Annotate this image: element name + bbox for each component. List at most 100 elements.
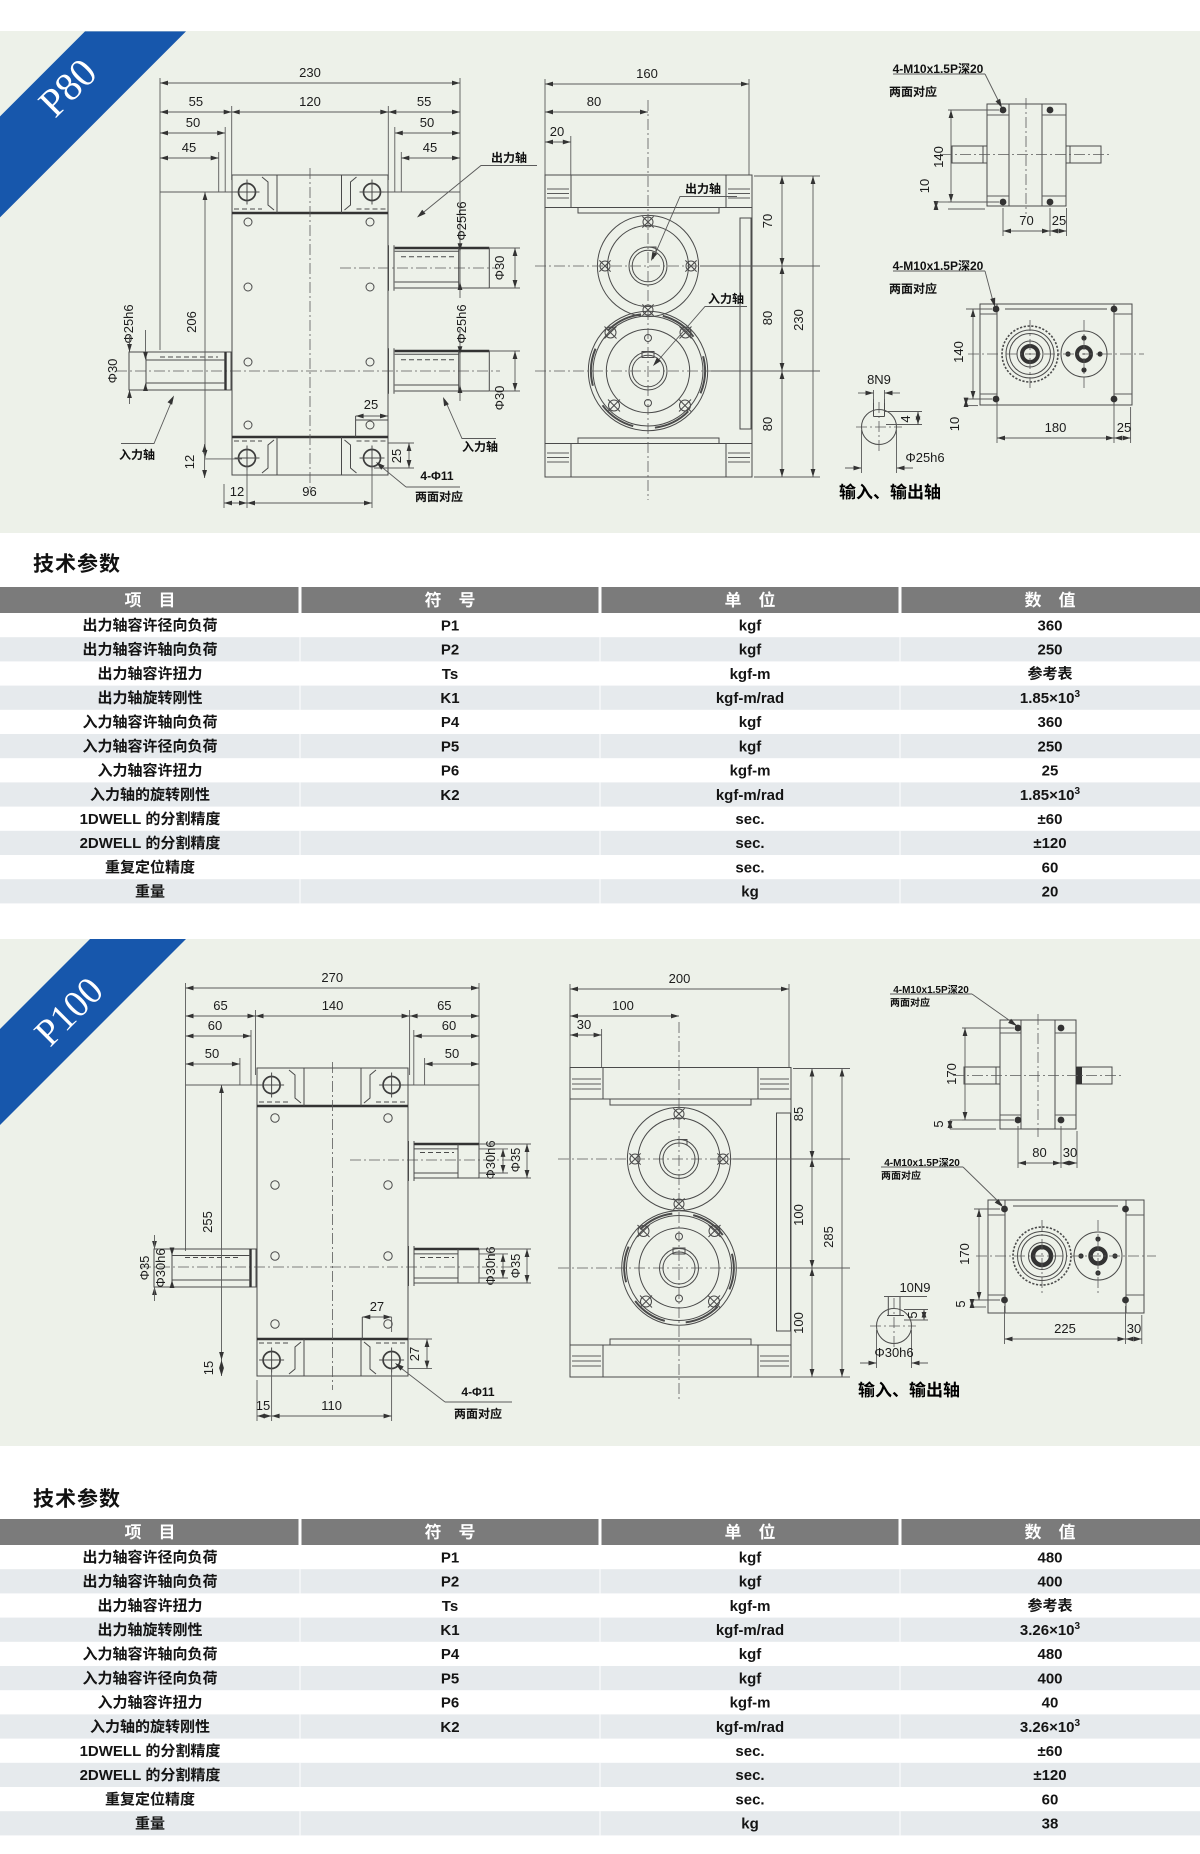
svg-text:P5: P5 [441, 1670, 459, 1687]
svg-text:sec.: sec. [735, 859, 764, 876]
svg-text:100: 100 [791, 1204, 806, 1226]
svg-text:27: 27 [407, 1347, 422, 1361]
svg-text:kgf: kgf [739, 642, 763, 659]
svg-text:Φ30h6: Φ30h6 [483, 1140, 498, 1179]
svg-text:K2: K2 [440, 1719, 459, 1736]
svg-text:sec.: sec. [735, 811, 764, 828]
svg-text:285: 285 [821, 1226, 836, 1248]
svg-text:kg: kg [741, 1816, 759, 1833]
svg-text:Φ30h6: Φ30h6 [874, 1345, 913, 1360]
svg-text:60: 60 [442, 1018, 456, 1033]
svg-text:Φ25h6: Φ25h6 [454, 304, 469, 343]
svg-text:50: 50 [445, 1046, 459, 1061]
svg-text:30: 30 [1063, 1145, 1077, 1160]
svg-text:25: 25 [1052, 213, 1066, 228]
svg-text:Φ35: Φ35 [137, 1256, 152, 1281]
svg-text:170: 170 [957, 1243, 972, 1265]
svg-text:K1: K1 [440, 690, 459, 707]
svg-text:5: 5 [905, 1311, 920, 1318]
svg-text:38: 38 [1042, 1816, 1059, 1833]
svg-text:P4: P4 [441, 714, 460, 731]
svg-text:480: 480 [1037, 1549, 1062, 1566]
svg-text:65: 65 [213, 998, 227, 1013]
svg-text:P1: P1 [441, 1549, 459, 1566]
svg-text:P4: P4 [441, 1646, 460, 1663]
svg-text:50: 50 [205, 1046, 219, 1061]
svg-text:30: 30 [1127, 1321, 1141, 1336]
svg-text:kgf: kgf [739, 1574, 763, 1591]
svg-text:1DWELL: 1DWELL [80, 1743, 142, 1760]
svg-text:100: 100 [612, 998, 634, 1013]
svg-text:P5: P5 [441, 738, 459, 755]
svg-text:3: 3 [1075, 1621, 1081, 1632]
svg-text:60: 60 [1042, 1791, 1059, 1808]
svg-text:4-M10x1.5P: 4-M10x1.5P [893, 985, 948, 996]
svg-text:P2: P2 [441, 1574, 459, 1591]
svg-text:Φ30: Φ30 [492, 386, 507, 411]
svg-text:5: 5 [953, 1300, 968, 1307]
svg-text:400: 400 [1037, 1670, 1062, 1687]
svg-text:4-M10x1.5P: 4-M10x1.5P [893, 62, 958, 76]
svg-text:P2: P2 [441, 642, 459, 659]
svg-text:±120: ±120 [1033, 1767, 1066, 1784]
svg-text:45: 45 [182, 140, 196, 155]
svg-text:Φ30: Φ30 [492, 256, 507, 281]
svg-text:sec.: sec. [735, 1767, 764, 1784]
svg-text:kgf: kgf [739, 617, 763, 634]
svg-text:140: 140 [951, 341, 966, 363]
svg-text:K2: K2 [440, 787, 459, 804]
svg-text:2DWELL: 2DWELL [80, 1767, 142, 1784]
svg-text:3: 3 [1075, 1718, 1081, 1729]
svg-text:65: 65 [437, 998, 451, 1013]
svg-text:kgf: kgf [739, 1670, 763, 1687]
svg-text:20: 20 [958, 985, 970, 996]
svg-text:140: 140 [931, 146, 946, 168]
svg-text:Φ25h6: Φ25h6 [454, 201, 469, 240]
svg-text:25: 25 [389, 449, 404, 463]
svg-text:P6: P6 [441, 763, 459, 780]
svg-text:1.85×10: 1.85×10 [1020, 690, 1075, 707]
svg-text:kgf: kgf [739, 714, 763, 731]
svg-text:85: 85 [791, 1107, 806, 1121]
svg-text:4-Φ11: 4-Φ11 [420, 469, 454, 483]
svg-text:70: 70 [760, 214, 775, 228]
svg-text:225: 225 [1054, 1321, 1076, 1336]
svg-text:255: 255 [200, 1211, 215, 1233]
svg-text:25: 25 [1042, 763, 1059, 780]
svg-text:20: 20 [1042, 884, 1059, 901]
svg-text:15: 15 [201, 1361, 216, 1375]
svg-text:1DWELL: 1DWELL [80, 811, 142, 828]
svg-text:4: 4 [898, 415, 913, 422]
svg-text:kgf-m/rad: kgf-m/rad [716, 1719, 784, 1736]
svg-text:kg: kg [741, 884, 759, 901]
svg-text:sec.: sec. [735, 1743, 764, 1760]
svg-text:20: 20 [970, 62, 984, 76]
svg-text:4-Φ11: 4-Φ11 [461, 1385, 495, 1399]
svg-text:Φ35: Φ35 [508, 1148, 523, 1173]
svg-text:1.85×10: 1.85×10 [1020, 787, 1075, 804]
svg-text:250: 250 [1037, 642, 1062, 659]
svg-text:80: 80 [760, 311, 775, 325]
svg-text:±60: ±60 [1038, 811, 1063, 828]
svg-text:230: 230 [299, 65, 321, 80]
svg-text:55: 55 [417, 94, 431, 109]
svg-text:270: 270 [321, 970, 343, 985]
svg-text:170: 170 [944, 1063, 959, 1085]
svg-text:Φ35: Φ35 [508, 1254, 523, 1279]
svg-text:P1: P1 [441, 617, 459, 634]
svg-text:250: 250 [1037, 738, 1062, 755]
svg-text:kgf-m: kgf-m [730, 763, 771, 780]
svg-text:Φ30: Φ30 [105, 359, 120, 384]
svg-text:30: 30 [577, 1017, 591, 1032]
svg-text:360: 360 [1037, 714, 1062, 731]
svg-text:45: 45 [423, 140, 437, 155]
svg-text:sec.: sec. [735, 835, 764, 852]
svg-text:230: 230 [791, 309, 806, 331]
svg-text:80: 80 [587, 94, 601, 109]
svg-text:360: 360 [1037, 617, 1062, 634]
svg-text:10: 10 [917, 179, 932, 193]
svg-text:Ts: Ts [442, 1598, 458, 1615]
svg-text:±120: ±120 [1033, 835, 1066, 852]
svg-text:180: 180 [1045, 420, 1067, 435]
svg-text:sec.: sec. [735, 1791, 764, 1808]
